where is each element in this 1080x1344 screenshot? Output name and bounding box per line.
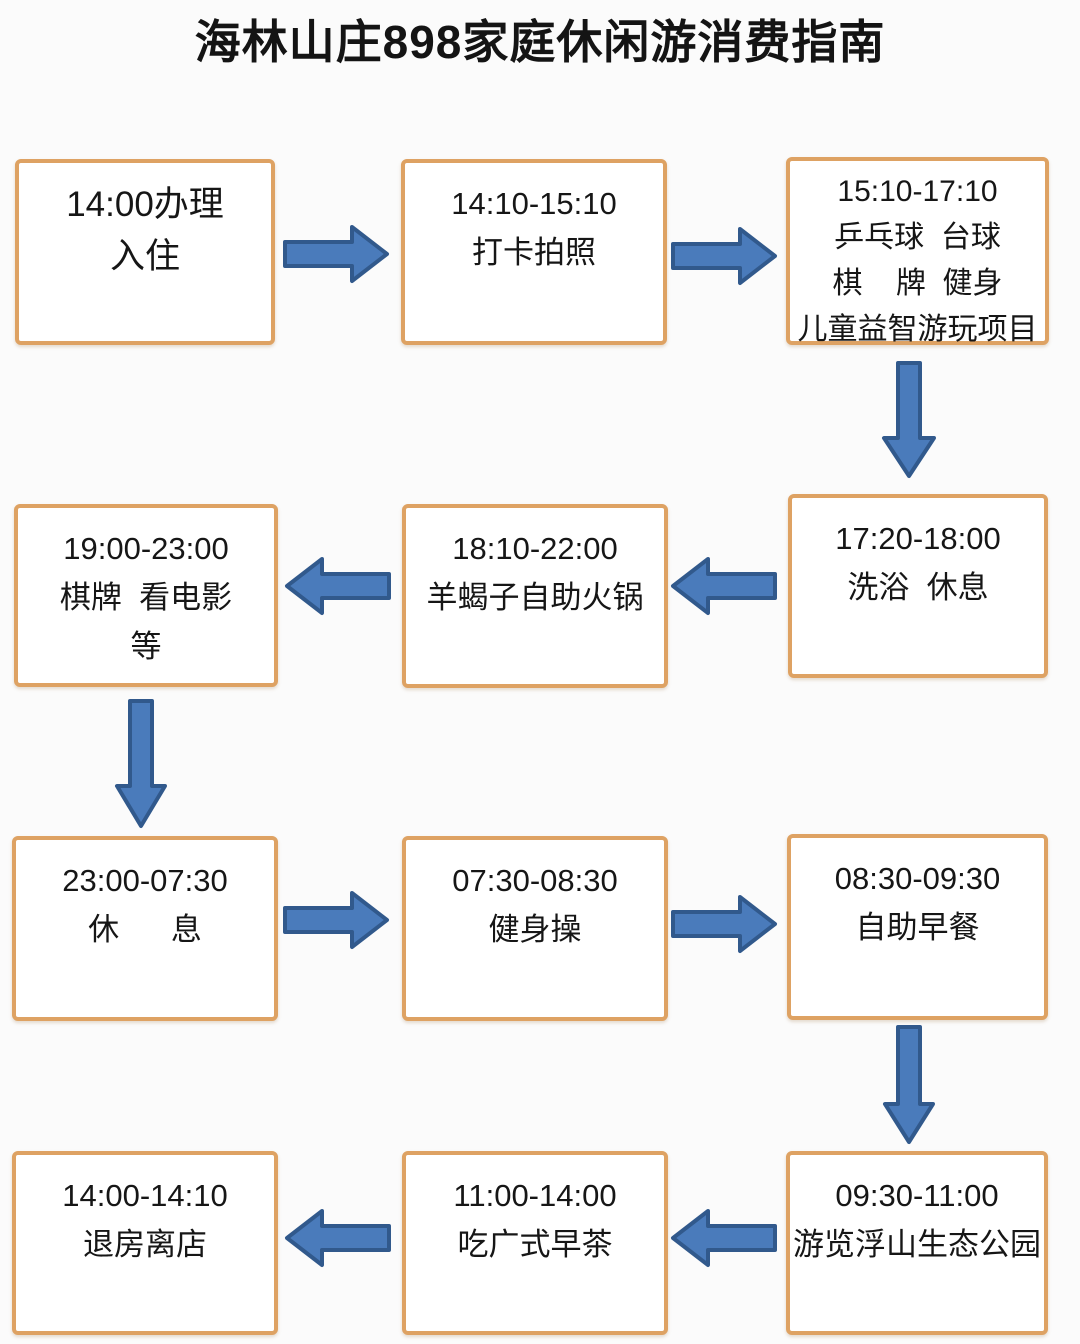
flow-node-park-tour: 09:30-11:00 游览浮山生态公园 [786,1151,1048,1335]
node-label: 羊蝎子自助火锅 [426,580,644,615]
node-label: 休 息 [88,912,202,947]
arrow-right-icon [283,225,389,283]
node-time: 14:00-14:10 [62,1178,228,1213]
node-label: 等 [130,629,162,664]
arrow-left-icon [671,557,777,615]
flow-node-bath-rest: 17:20-18:00 洗浴 休息 [788,494,1048,678]
arrow-right-icon [283,891,389,949]
flow-node-evening-entertainment: 19:00-23:00 棋牌 看电影 等 [14,504,278,687]
arrow-right-icon [671,895,777,953]
arrow-left-icon [285,557,391,615]
arrow-left-icon [671,1209,777,1267]
flow-node-morning-tea: 11:00-14:00 吃广式早茶 [402,1151,668,1335]
flow-node-sleep: 23:00-07:30 休 息 [12,836,278,1021]
node-label: 打卡拍照 [472,235,596,270]
flow-node-morning-exercise: 07:30-08:30 健身操 [402,836,668,1021]
node-label: 儿童益智游玩项目 [797,313,1038,346]
node-time: 09:30-11:00 [835,1178,999,1213]
arrow-down-icon [883,1025,935,1144]
node-label: 洗浴 休息 [847,570,989,605]
arrow-down-icon [882,361,936,478]
arrow-down-icon [115,699,167,828]
node-time: 15:10-17:10 [837,175,998,208]
page-title: 海林山庄898家庭休闲游消费指南 [194,16,886,68]
node-label: 吃广式早茶 [457,1227,613,1262]
node-label: 自助早餐 [855,910,980,945]
node-time: 14:00办理 [66,185,224,224]
flow-node-checkin: 14:00办理 入住 [15,159,275,345]
flow-node-activities: 15:10-17:10 乒乓球 台球 棋 牌 健身 儿童益智游玩项目 [786,157,1049,346]
flow-node-breakfast: 08:30-09:30 自助早餐 [787,834,1048,1020]
node-label: 退房离店 [83,1227,207,1262]
arrow-left-icon [285,1209,391,1267]
flow-node-photo: 14:10-15:10 打卡拍照 [401,159,667,345]
node-label: 入住 [109,237,180,276]
node-label: 棋 牌 健身 [832,267,1003,300]
node-time: 19:00-23:00 [63,531,229,566]
flow-node-checkout: 14:00-14:10 退房离店 [12,1151,278,1335]
flow-node-hotpot-dinner: 18:10-22:00 羊蝎子自助火锅 [402,504,668,688]
node-label: 健身操 [488,912,582,947]
node-time: 17:20-18:00 [835,521,1001,556]
node-label: 游览浮山生态公园 [793,1227,1041,1262]
node-time: 08:30-09:30 [834,861,1001,896]
node-time: 18:10-22:00 [452,531,618,566]
node-label: 棋牌 看电影 [59,580,233,615]
node-time: 14:10-15:10 [451,186,617,221]
node-time: 23:00-07:30 [62,863,228,898]
arrow-right-icon [671,227,777,285]
node-time: 11:00-14:00 [453,1178,617,1213]
node-time: 07:30-08:30 [452,863,618,898]
node-label: 乒乓球 台球 [834,221,1001,254]
